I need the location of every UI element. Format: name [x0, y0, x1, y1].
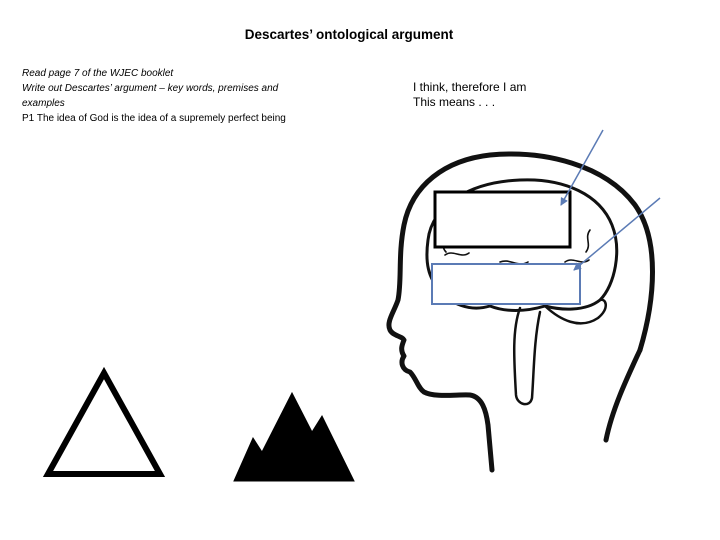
- upper-answer-box: [433, 190, 572, 249]
- cogito-text: I think, therefore I am: [413, 80, 527, 94]
- neck-back: [603, 347, 643, 443]
- page-title: Descartes’ ontological argument: [244, 27, 454, 42]
- brainstem: [512, 306, 542, 406]
- head-outline: [386, 151, 655, 473]
- cogito-block: I think, therefore I am This means . . .: [413, 80, 526, 110]
- instruction-read: Read page 7 of the WJEC booklet: [22, 68, 174, 79]
- cerebellum: [543, 298, 607, 325]
- premise-one: P1 The idea of God is the idea of a supr…: [22, 113, 286, 124]
- arrow-to-lower-box: [573, 197, 661, 271]
- instructions-block: Read page 7 of the WJEC booklet Write ou…: [22, 66, 322, 126]
- triangle-icon: [42, 366, 166, 477]
- mountains-icon: [233, 391, 355, 482]
- instruction-write: Write out Descartes’ argument – key word…: [22, 83, 279, 109]
- lower-answer-box: [431, 263, 581, 305]
- arrow-to-upper-box: [560, 129, 604, 206]
- this-means-text: This means . . .: [413, 95, 496, 109]
